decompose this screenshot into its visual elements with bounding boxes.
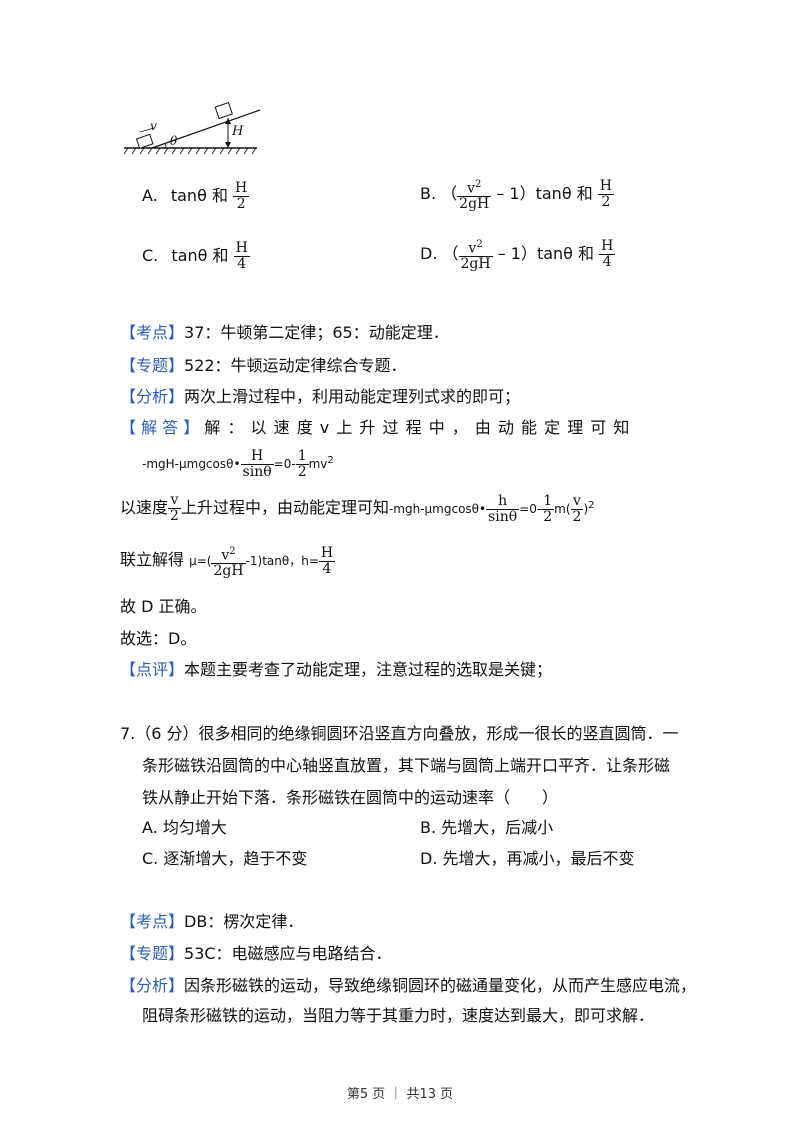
page-footer: 第5 页 ｜ 共13 页 [346, 1087, 454, 1102]
q6-kaodian: 【考点】37：牛顿第二定律；65：动能定理． [120, 323, 449, 343]
conclusion: 故 D 正确。 [120, 597, 207, 616]
option-c-text: tanθ 和 [171, 246, 229, 265]
option-a-text: tanθ 和 [170, 186, 228, 205]
theta-label: θ [170, 134, 178, 148]
q7-option-a: A. 均匀增大 [142, 818, 227, 837]
q7-zhuanti-tag: 【专题】 [120, 944, 185, 963]
q7-stem-line-2: 条形磁铁沿圆筒的中心轴竖直放置，其下端与圆筒上端开口平齐．让条形磁 [142, 756, 671, 775]
q7-stem-line-3: 铁从静止开始下落．条形磁铁在圆筒中的运动速率（ ） [142, 788, 559, 807]
q7-stem-line-1: 7.（6 分）很多相同的绝缘铜圆环沿竖直方向叠放，形成一很长的竖直圆筒．一 [120, 724, 679, 743]
dianping-tag: 【点评】 [120, 660, 185, 679]
kaodian-text: 37：牛顿第二定律；65：动能定理． [184, 323, 449, 342]
q7-fenxi-tag: 【分析】 [120, 976, 185, 995]
q6-jieda: 【 解 答 】 解 ： 以 速 度 v 上 升 过 程 中 ， 由 动 能 定 … [120, 418, 680, 438]
q7-fenxi-text: 因条形磁铁的运动，导致绝缘铜圆环的磁通量变化，从而产生感应电流， [184, 976, 697, 995]
q7-kaodian: 【考点】DB：楞次定律． [120, 912, 303, 932]
q7-option-c: C. 逐渐增大，趋于不变 [142, 849, 308, 868]
q7-option-d: D. 先增大，再减小，最后不变 [420, 849, 635, 868]
q7-fenxi-line-2: 阻碍条形磁铁的运动，当阻力等于其重力时，速度达到最大，即可求解． [142, 1006, 655, 1025]
fenxi-tag: 【分析】 [120, 387, 185, 406]
kaodian-tag: 【考点】 [120, 323, 185, 342]
dianping-text: 本题主要考查了动能定理，注意过程的选取是关键； [184, 660, 553, 679]
zhuanti-tag: 【专题】 [120, 356, 185, 375]
height-label: H [232, 124, 244, 139]
zhuanti-text: 522：牛顿运动定律综合专题． [184, 356, 407, 375]
q7-zhuanti: 【专题】53C：电磁感应与电路结合． [120, 944, 392, 964]
answer: 故选：D。 [120, 629, 197, 648]
q6-dianping: 【点评】本题主要考查了动能定理，注意过程的选取是关键； [120, 660, 552, 680]
jieda-text: 解 ： 以 速 度 v 上 升 过 程 中 ， 由 动 能 定 理 可 知 [204, 418, 631, 437]
q7-zhuanti-text: 53C：电磁感应与电路结合． [184, 944, 392, 963]
q6-fenxi: 【分析】两次上滑过程中，利用动能定理列式求的即可； [120, 387, 520, 407]
jieda-tag: 【 解 答 】 [120, 418, 200, 437]
q6-zhuanti: 【专题】522：牛顿运动定律综合专题． [120, 356, 407, 376]
q7-kaodian-text: DB：楞次定律． [184, 912, 304, 931]
fenxi-text: 两次上滑过程中，利用动能定理列式求的即可； [184, 387, 521, 406]
incline-diagram [123, 101, 261, 155]
velocity-label: v [150, 119, 157, 133]
q7-option-b: B. 先增大，后减小 [420, 818, 554, 837]
incline-figure [122, 98, 262, 156]
q7-fenxi: 【分析】因条形磁铁的运动，导致绝缘铜圆环的磁通量变化，从而产生感应电流， [120, 976, 696, 996]
q7-kaodian-tag: 【考点】 [120, 912, 185, 931]
